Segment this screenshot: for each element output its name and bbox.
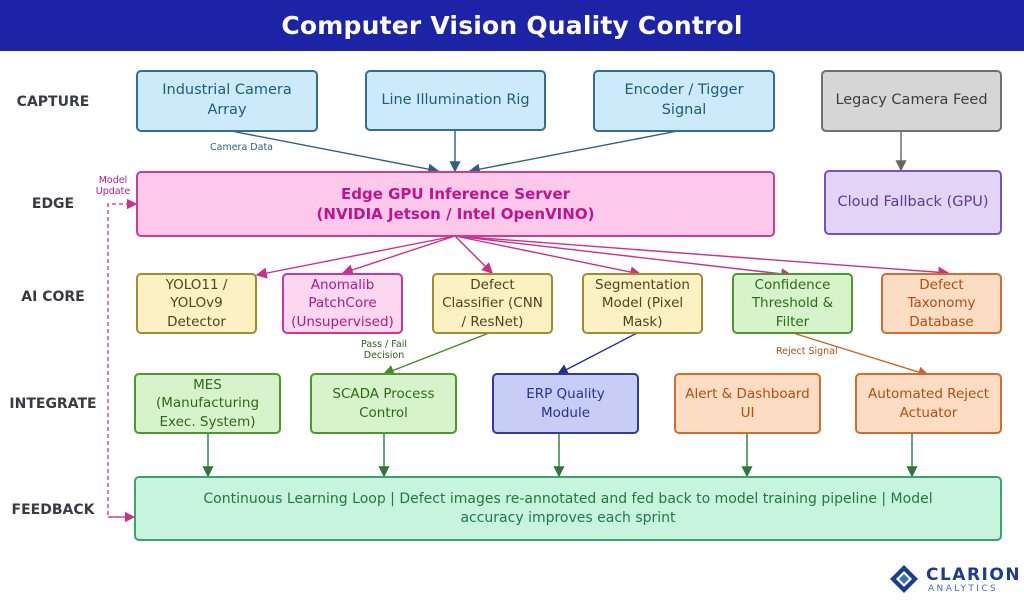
segmentation-model-node: Segmentation Model (Pixel Mask)	[582, 273, 703, 334]
yolo-detector-node: YOLO11 / YOLOv9 Detector	[136, 273, 257, 334]
brand-name: CLARION	[926, 565, 1022, 585]
anomalib-patchcore-node: Anomalib PatchCore (Unsupervised)	[282, 273, 403, 334]
row-label-ai-core: AI CORE	[21, 289, 85, 305]
erp-quality-module-node: ERP Quality Module	[492, 373, 639, 434]
line-illumination-rig-node: Line Illumination Rig	[365, 70, 546, 131]
edge-server-title: Edge GPU Inference Server	[340, 184, 571, 203]
pass-fail-label-line1: Pass / Fail	[361, 339, 407, 350]
arrow-classifier-to-scada	[382, 332, 490, 376]
encoder-trigger-signal-node: Encoder / Tigger Signal	[593, 70, 775, 132]
defect-taxonomy-database-node: Defect Taxonomy Database	[881, 273, 1002, 334]
industrial-camera-array-node: Industrial Camera Array	[136, 70, 318, 132]
defect-classifier-node: Defect Classifier (CNN / ResNet)	[432, 273, 553, 334]
continuous-learning-loop-node: Continuous Learning Loop | Defect images…	[134, 476, 1002, 541]
arrow-confidence-to-reject	[792, 332, 930, 378]
arrow-camera-to-edge	[225, 129, 440, 175]
pass-fail-label-line2: Decision	[363, 349, 405, 361]
model-update-label-line2: Update	[95, 185, 131, 197]
arrow-edge-to-yolo	[255, 235, 456, 279]
arrow-feedback-to-edge-loop	[107, 198, 138, 518]
arrow-edge-to-anomalib	[341, 235, 456, 276]
arrow-edge-to-confidence	[454, 235, 793, 280]
cloud-fallback-node: Cloud Fallback (GPU)	[824, 170, 1002, 235]
clarion-analytics-logo: CLARION ANALYTICS	[888, 562, 1022, 596]
arrow-edge-to-classifier	[454, 235, 493, 274]
camera-data-label: Camera Data	[210, 142, 273, 153]
legacy-camera-feed-node: Legacy Camera Feed	[821, 70, 1002, 132]
edge-server-subtitle: (NVIDIA Jetson / Intel OpenVINO)	[316, 205, 595, 223]
page-header: Computer Vision Quality Control	[0, 0, 1024, 51]
model-update-label-line1: Model	[98, 175, 128, 186]
row-label-feedback: FEEDBACK	[11, 502, 95, 518]
model-update-label: Model Update	[92, 175, 134, 198]
pass-fail-decision-label: Pass / Fail Decision	[354, 339, 414, 362]
page-title: Computer Vision Quality Control	[281, 11, 743, 40]
arrow-encoder-to-edge	[468, 129, 684, 175]
reject-signal-label: Reject Signal	[776, 346, 838, 357]
row-label-capture: CAPTURE	[16, 94, 90, 110]
edge-gpu-inference-server-node: Edge GPU Inference Server (NVIDIA Jetson…	[136, 171, 775, 237]
confidence-threshold-node: Confidence Threshold & Filter	[732, 273, 853, 334]
arrow-edge-to-taxonomy	[454, 235, 950, 278]
automated-reject-actuator-node: Automated Reject Actuator	[855, 373, 1002, 434]
alert-dashboard-node: Alert & Dashboard UI	[674, 373, 821, 434]
scada-process-control-node: SCADA Process Control	[310, 373, 457, 434]
row-label-integrate: INTEGRATE	[9, 396, 97, 412]
clarion-logo-icon	[890, 565, 918, 593]
mes-node: MES (Manufacturing Exec. System)	[134, 373, 281, 434]
arrow-edge-to-segmentation	[454, 235, 642, 278]
brand-subtitle: ANALYTICS	[928, 584, 999, 594]
row-label-edge: EDGE	[31, 196, 75, 212]
arrow-segmentation-to-erp	[556, 332, 638, 375]
